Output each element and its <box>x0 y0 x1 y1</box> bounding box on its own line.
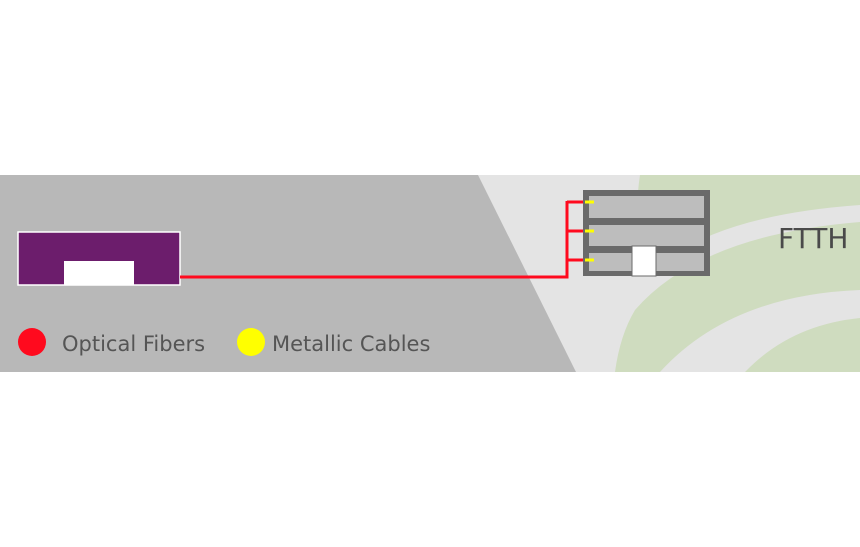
legend-label-metallic-cables: Metallic Cables <box>272 332 430 356</box>
fiber-main-run <box>180 201 569 279</box>
legend-dot-metallic-cables <box>237 328 265 356</box>
band-background-dark <box>0 175 576 372</box>
building-door <box>631 245 657 277</box>
building-floor-2 <box>589 225 704 246</box>
optical-fiber-line <box>180 200 583 279</box>
building-floor-1 <box>589 196 704 218</box>
ftth-label: FTTH <box>778 222 848 255</box>
metallic-cable-stubs <box>585 200 594 262</box>
legend-label-optical-fibers: Optical Fibers <box>62 332 205 356</box>
central-office <box>17 231 181 286</box>
legend: Optical Fibers Metallic Cables <box>18 328 430 356</box>
building <box>583 190 710 277</box>
swoosh-bottom <box>745 318 860 372</box>
central-office-door <box>64 261 134 285</box>
legend-dot-optical-fibers <box>18 328 46 356</box>
swoosh-middle <box>615 222 860 372</box>
